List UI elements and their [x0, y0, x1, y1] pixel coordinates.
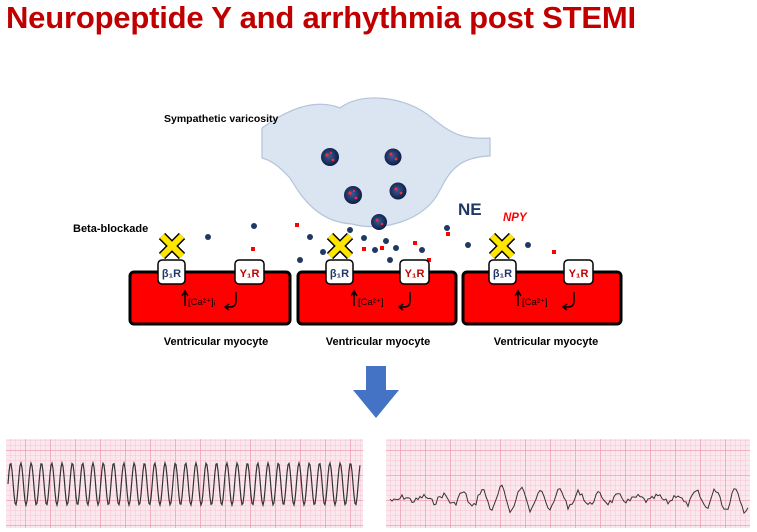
svg-text:Y₁R: Y₁R: [240, 268, 260, 280]
beta1-receptor: β₁R: [488, 259, 517, 285]
svg-text:β₁R: β₁R: [162, 268, 181, 280]
ecg-strip-ventricular-fibrillation: [386, 439, 750, 528]
ecg-trace: [7, 460, 361, 508]
svg-text:Y₁R: Y₁R: [569, 268, 589, 280]
ecg-trace: [389, 484, 749, 515]
block-x-icon: [488, 232, 516, 260]
calcium-indicator: [Ca²⁺]: [514, 289, 575, 311]
y1-receptor: Y₁R: [399, 259, 430, 285]
vesicle: [389, 182, 407, 200]
block-x-icon: [158, 232, 186, 260]
svg-text:β₁R: β₁R: [330, 268, 349, 280]
myocyte-label: Ventricular myocyte: [164, 336, 269, 348]
beta1-receptor: β₁R: [325, 259, 354, 285]
vesicle: [344, 186, 362, 204]
vesicle-fusing: [371, 214, 387, 230]
myocyte-label: Ventricular myocyte: [494, 336, 599, 348]
calcium-indicator: [Ca²⁺]: [350, 289, 411, 311]
curved-arrow-icon: [561, 292, 575, 311]
y1-receptor: Y₁R: [563, 259, 594, 285]
released-ne-particles: [205, 223, 531, 263]
beta1-receptor: β₁R: [157, 259, 186, 285]
block-x-icon: [326, 232, 354, 260]
svg-text:[Ca²⁺]: [Ca²⁺]: [522, 297, 548, 308]
myocyte-label: Ventricular myocyte: [326, 336, 431, 348]
vesicle: [321, 148, 339, 166]
page-title: Neuropeptide Y and arrhythmia post STEMI: [6, 0, 636, 35]
ecg-strip-monomorphic-vt: [6, 439, 363, 528]
curved-arrow-icon: [397, 292, 411, 311]
svg-text:[Ca²⁺]ᵢ: [Ca²⁺]ᵢ: [188, 297, 216, 308]
varicosity-label: Sympathetic varicosity: [164, 113, 279, 125]
down-arrow-icon: [353, 366, 399, 418]
npy-label: NPY: [503, 212, 528, 224]
myocyte-group: [128, 270, 623, 326]
released-npy-particles: [251, 223, 556, 262]
ventricular-myocyte: [461, 270, 623, 326]
calcium-indicator: [Ca²⁺]ᵢ: [181, 289, 237, 311]
sympathetic-varicosity: [261, 97, 491, 228]
ventricular-myocyte: [296, 270, 458, 326]
svg-text:Y₁R: Y₁R: [405, 268, 425, 280]
svg-text:[Ca²⁺]: [Ca²⁺]: [358, 297, 384, 308]
vesicles: [321, 148, 407, 230]
curved-arrow-icon: [223, 292, 237, 311]
vesicle: [384, 148, 402, 166]
ventricular-myocyte: [128, 270, 292, 326]
svg-text:β₁R: β₁R: [493, 268, 512, 280]
ne-label: NE: [458, 200, 482, 219]
beta-blockade-label: Beta-blockade: [73, 223, 148, 235]
y1-receptor: Y₁R: [234, 259, 265, 285]
